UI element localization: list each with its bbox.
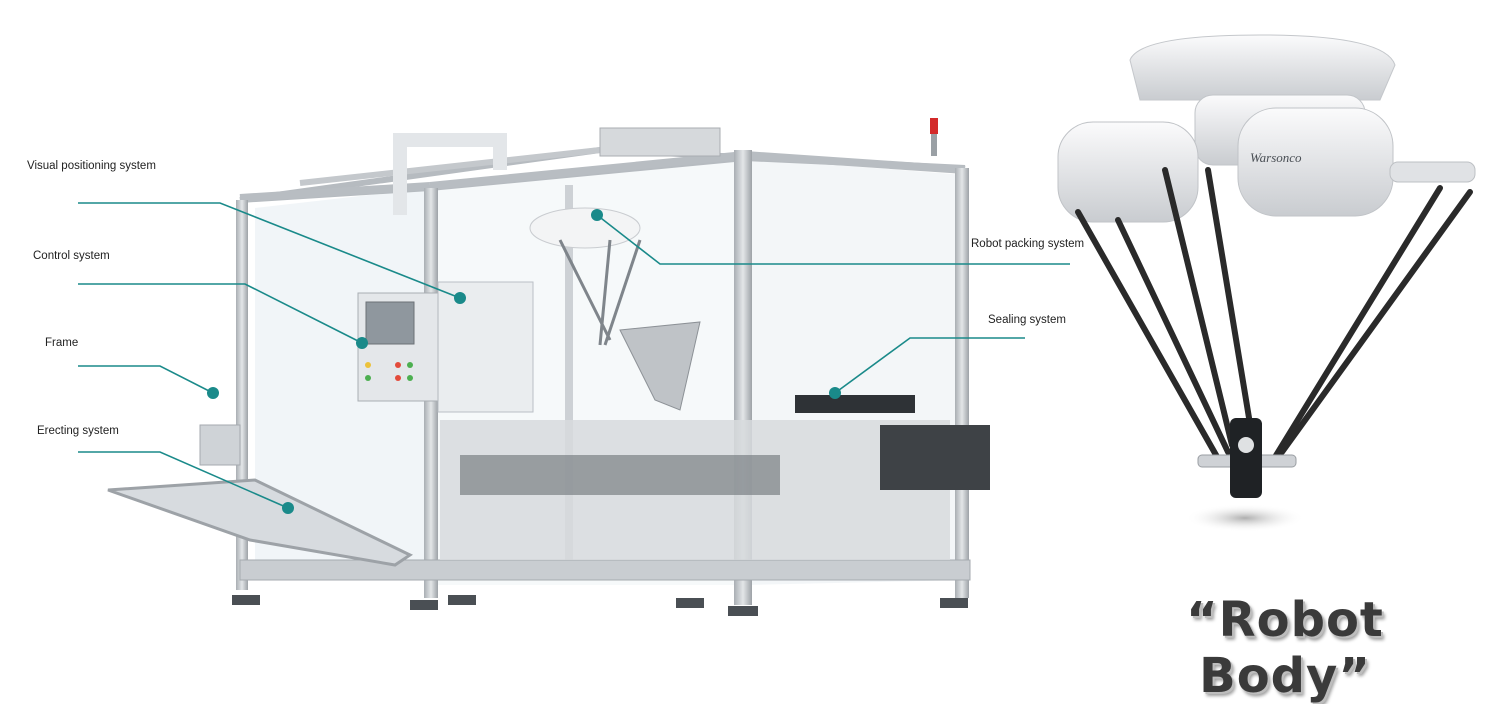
motor-pod-rear (1389, 161, 1476, 183)
callout-robot-line (596, 214, 1070, 265)
carbon-arms (1075, 167, 1473, 465)
carbon-arm (1269, 185, 1443, 465)
label-visual-positioning-system: Visual positioning system (27, 160, 156, 172)
callout-visual-line (78, 202, 461, 299)
callout-dot-erect (282, 502, 294, 514)
robot-body-caption: “Robot Body” (1186, 592, 1384, 704)
label-erecting-system: Erecting system (37, 425, 119, 437)
motor-pod-left (1057, 121, 1199, 223)
inner-delta-robot (529, 207, 641, 249)
label-sealing-system: Sealing system (988, 314, 1066, 326)
panel-button (365, 375, 371, 381)
inner-robot-arm (598, 239, 612, 346)
robot-base-plate (1129, 34, 1396, 101)
callout-dot-control (356, 337, 368, 349)
vacuum-pipe (393, 133, 507, 215)
callouts (78, 202, 1070, 509)
diagram-stage: Warsonco Visual positioning system Contr… (27, 34, 1476, 704)
callout-erect-line (78, 451, 289, 509)
conveyor-belt (460, 455, 780, 495)
post-door (565, 185, 573, 580)
vision-housing (437, 281, 534, 413)
carbon-arm (1162, 167, 1235, 448)
top-rail-back (299, 147, 601, 186)
drive-motor (880, 425, 990, 490)
gripper (619, 321, 701, 411)
foot (728, 606, 758, 616)
robot-brand-label: Warsonco (1250, 150, 1302, 165)
callout-dots (207, 209, 841, 514)
red-beacon-icon (930, 118, 938, 134)
foot (940, 598, 968, 608)
glass-panel-left (255, 188, 430, 575)
post-right (955, 168, 969, 598)
tool-ring (1238, 437, 1254, 453)
beacon-post (931, 134, 937, 156)
foot (232, 595, 260, 605)
carbon-arm (1115, 217, 1231, 455)
carbon-arm (1279, 189, 1473, 455)
magazine-box (199, 424, 241, 466)
carton-tray (795, 395, 915, 413)
foot (410, 600, 438, 610)
foot (448, 595, 476, 605)
panel-button (395, 362, 401, 368)
callout-dot-robot (591, 209, 603, 221)
callout-control-line (78, 283, 363, 344)
callout-dot-visual (454, 292, 466, 304)
label-control-system: Control system (33, 250, 110, 262)
motor-pod-right (1237, 107, 1394, 217)
label-frame: Frame (45, 337, 79, 349)
panel-button (395, 375, 401, 381)
inner-robot-arm (603, 239, 642, 346)
callout-seal-line (834, 337, 1025, 394)
illustration: Warsonco (78, 34, 1476, 616)
delta-robot: Warsonco (1057, 34, 1476, 532)
foot (676, 598, 704, 608)
label-robot-packing-system: Robot packing system (971, 238, 1085, 250)
erecting-tray (107, 478, 414, 567)
callout-dot-frame (207, 387, 219, 399)
base-frame (239, 559, 971, 581)
callout-frame-line (78, 365, 214, 394)
panel-button (407, 362, 413, 368)
touch-screen-icon (365, 301, 415, 345)
panel-button (365, 362, 371, 368)
panel-button (407, 375, 413, 381)
carbon-arm (1075, 209, 1223, 465)
robot-shadow (1185, 504, 1305, 532)
packing-machine (107, 118, 990, 616)
carbon-arm (1205, 167, 1257, 451)
end-effector-tool (1230, 418, 1262, 498)
top-rail-front (429, 151, 746, 190)
callout-dot-seal (829, 387, 841, 399)
top-controller-box (599, 127, 721, 157)
top-rail-right (744, 151, 966, 174)
